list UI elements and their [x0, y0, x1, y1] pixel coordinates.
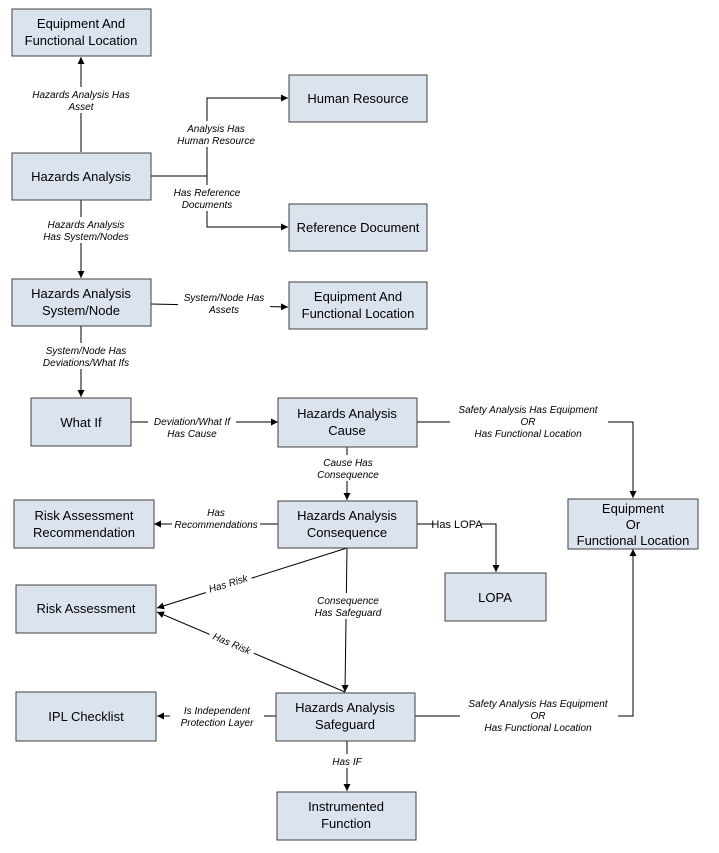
svg-text:Hazards Analysis: Hazards Analysis [295, 700, 395, 715]
label-has-risk-consequence: Has Risk [203, 569, 253, 596]
label-ha-has-system: Hazards Analysis Has System/Nodes [38, 217, 134, 243]
edge-has-risk-consequence [156, 547, 348, 610]
svg-text:Consequence: Consequence [317, 596, 379, 607]
svg-text:Human Resource: Human Resource [177, 136, 255, 147]
label-has-if: Has IF [326, 754, 368, 768]
label-is-ipl: Is Independent Protection Layer [170, 703, 264, 729]
node-what-if: What If [30, 397, 132, 447]
svg-text:Reference Document: Reference Document [297, 220, 420, 235]
svg-text:Safeguard: Safeguard [315, 717, 375, 732]
svg-text:Functional Location: Functional Location [577, 533, 690, 548]
edge-consequence-has-safeguard [341, 547, 349, 693]
svg-text:Has Functional Location: Has Functional Location [474, 429, 582, 440]
node-equipment-functional-location-mid: Equipment And Functional Location [288, 281, 428, 330]
svg-text:Cause: Cause [328, 423, 366, 438]
svg-text:Equipment And: Equipment And [37, 16, 125, 31]
svg-text:OR: OR [531, 711, 546, 722]
node-reference-document: Reference Document [288, 203, 428, 252]
svg-text:LOPA: LOPA [478, 590, 512, 605]
svg-text:Has Safeguard: Has Safeguard [315, 608, 382, 619]
node-human-resource: Human Resource [288, 74, 428, 123]
svg-text:Hazards Analysis: Hazards Analysis [31, 286, 131, 301]
node-hazards-analysis-safeguard: Hazards Analysis Safeguard [275, 692, 416, 742]
svg-text:Protection Layer: Protection Layer [181, 718, 254, 729]
node-lopa: LOPA [444, 572, 547, 622]
svg-text:System/Node Has: System/Node Has [184, 293, 265, 304]
svg-text:Has: Has [207, 508, 225, 519]
label-has-recommendations: Has Recommendations [172, 505, 260, 531]
svg-text:Instrumented: Instrumented [308, 799, 384, 814]
svg-text:Recommendation: Recommendation [33, 525, 135, 540]
svg-text:Equipment: Equipment [602, 501, 665, 516]
svg-text:Or: Or [626, 517, 641, 532]
svg-text:Has System/Nodes: Has System/Nodes [43, 232, 129, 243]
svg-text:Hazards Analysis: Hazards Analysis [297, 508, 397, 523]
svg-text:Has IF: Has IF [332, 757, 362, 768]
node-equipment-or-functional-location: Equipment Or Functional Location [567, 498, 699, 550]
svg-text:What If: What If [60, 415, 102, 430]
svg-text:Functional Location: Functional Location [302, 306, 415, 321]
svg-text:Functional Location: Functional Location [25, 33, 138, 48]
svg-text:Hazards Analysis: Hazards Analysis [48, 220, 125, 231]
svg-text:Safety Analysis Has Equipment: Safety Analysis Has Equipment [468, 699, 608, 710]
node-hazards-analysis-system-node: Hazards Analysis System/Node [11, 278, 152, 327]
label-consequence-has-safeguard: Consequence Has Safeguard [310, 593, 386, 619]
label-system-has-assets: System/Node Has Assets [178, 290, 270, 316]
svg-text:IPL Checklist: IPL Checklist [48, 709, 124, 724]
label-cause-has-consequence: Cause Has Consequence [312, 455, 384, 481]
svg-text:Analysis Has: Analysis Has [186, 124, 245, 135]
svg-text:Consequence: Consequence [307, 525, 387, 540]
svg-text:Equipment And: Equipment And [314, 289, 402, 304]
label-has-risk-safeguard: Has Risk [207, 627, 257, 658]
node-hazards-analysis: Hazards Analysis [11, 152, 152, 201]
svg-text:Safety Analysis Has Equipment: Safety Analysis Has Equipment [458, 405, 598, 416]
svg-text:Has Cause: Has Cause [167, 429, 217, 440]
svg-text:Assets: Assets [208, 305, 239, 316]
svg-text:Deviation/What If: Deviation/What If [154, 417, 231, 428]
node-equipment-functional-location-top: Equipment And Functional Location [11, 8, 152, 57]
svg-text:Deviations/What Ifs: Deviations/What Ifs [43, 358, 129, 369]
label-deviation-has-cause: Deviation/What If Has Cause [148, 414, 236, 440]
svg-text:OR: OR [521, 417, 536, 428]
svg-text:Has Reference: Has Reference [174, 188, 241, 199]
svg-text:Consequence: Consequence [317, 470, 379, 481]
node-hazards-analysis-cause: Hazards Analysis Cause [277, 397, 418, 448]
svg-text:Asset: Asset [67, 102, 94, 113]
label-cause-safety-equipment: Safety Analysis Has Equipment OR Has Fun… [450, 402, 608, 440]
svg-text:Function: Function [321, 816, 371, 831]
node-instrumented-function: Instrumented Function [276, 791, 417, 841]
svg-text:Risk Assessment: Risk Assessment [37, 601, 136, 616]
label-analysis-has-hr: Analysis Has Human Resource [174, 121, 258, 147]
svg-text:Recommendations: Recommendations [174, 520, 257, 531]
edge-has-lopa [417, 523, 500, 572]
node-risk-assessment: Risk Assessment [15, 584, 157, 634]
svg-text:Has LOPA: Has LOPA [431, 519, 483, 531]
svg-text:Has Functional Location: Has Functional Location [484, 723, 592, 734]
svg-text:Human Resource: Human Resource [307, 91, 408, 106]
svg-text:System/Node: System/Node [42, 303, 120, 318]
node-ipl-checklist: IPL Checklist [15, 691, 157, 742]
svg-text:Cause Has: Cause Has [323, 458, 372, 469]
label-has-ref-docs: Has Reference Documents [168, 185, 246, 211]
svg-text:Hazards Analysis: Hazards Analysis [31, 169, 131, 184]
node-hazards-analysis-consequence: Hazards Analysis Consequence [277, 500, 418, 549]
svg-text:Is Independent: Is Independent [184, 706, 251, 717]
label-safeguard-safety-equipment: Safety Analysis Has Equipment OR Has Fun… [460, 696, 618, 734]
svg-text:Risk Assessment: Risk Assessment [35, 508, 134, 523]
svg-text:Hazards Analysis: Hazards Analysis [297, 406, 397, 421]
label-system-has-deviations: System/Node Has Deviations/What Ifs [36, 343, 136, 369]
svg-text:Hazards Analysis Has: Hazards Analysis Has [32, 90, 129, 101]
node-risk-assessment-recommendation: Risk Assessment Recommendation [13, 499, 155, 549]
label-ha-has-asset: Hazards Analysis Has Asset [26, 87, 136, 113]
label-has-lopa: Has LOPA [431, 517, 483, 531]
svg-text:System/Node Has: System/Node Has [46, 346, 127, 357]
svg-text:Documents: Documents [182, 200, 233, 211]
